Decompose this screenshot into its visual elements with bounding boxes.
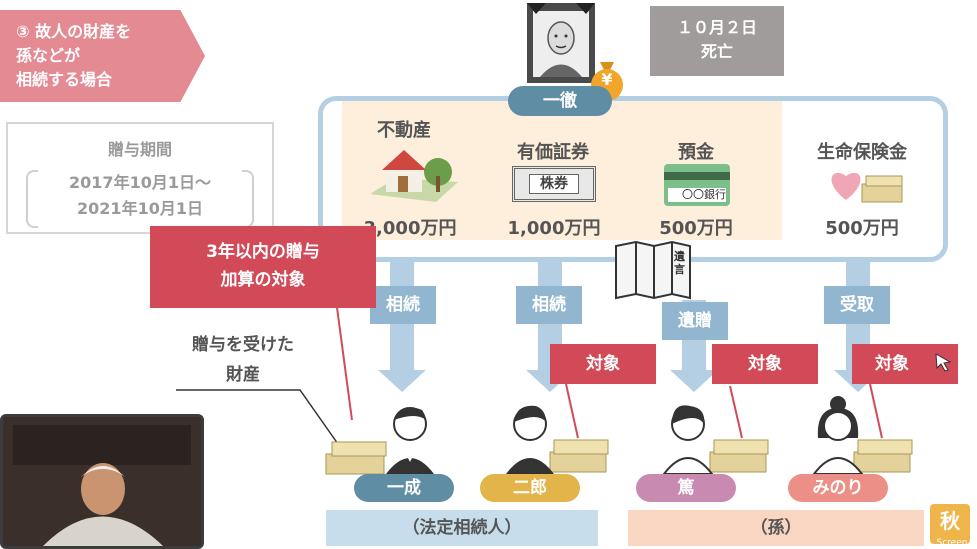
heir-person-icon: [810, 394, 866, 475]
presenter-video: [0, 414, 204, 549]
asset-deposit-name: 預金: [678, 142, 714, 163]
received-gift-label: 贈与を受けた 財産: [168, 330, 318, 390]
gift-addition-note: 3年以内の贈与 加算の対象: [150, 226, 376, 308]
bank-card-icon: 〇〇銀行: [664, 164, 730, 206]
legal-heirs-bar: （法定相続人）: [326, 510, 598, 546]
heir-person-icon: [502, 398, 558, 474]
stock-certificate-icon: 株券: [512, 166, 596, 202]
gift-period-from: 2017年10月1日〜: [69, 173, 211, 192]
asset-life-insurance-value: 500万円: [825, 218, 899, 239]
will-document-icon: 遺言: [614, 240, 692, 300]
watermark-char: 秋: [940, 509, 960, 533]
left-bracket: [26, 170, 38, 228]
received-line-2: 財産: [226, 365, 260, 385]
gift-period-box: 贈与期間 2017年10月1日〜 2021年10月1日: [6, 122, 274, 234]
bank-card-label: 〇〇銀行: [668, 188, 726, 202]
flow-arrow-3-head: [670, 370, 718, 392]
flow-label-1: 相続: [370, 286, 436, 324]
money-stack-icon: [324, 438, 388, 476]
death-date-box: １０月２日 死亡: [650, 6, 784, 76]
money-stack-icon: [548, 436, 610, 474]
heir-person-icon: [382, 398, 438, 474]
death-label: 死亡: [700, 42, 733, 61]
watermark-logo: 秋: [930, 504, 970, 544]
flow-label-2: 相続: [516, 286, 582, 324]
asset-deposit-value: 500万円: [659, 218, 733, 239]
decedent-portrait-icon: [526, 2, 596, 84]
flow-label-4: 受取: [824, 286, 890, 324]
asset-life-insurance-name: 生命保険金: [817, 142, 907, 163]
gift-period-title: 贈与期間: [107, 140, 172, 159]
heir-name-jiro: 二郎: [480, 474, 580, 502]
heart-money-icon: [826, 162, 906, 206]
received-line-1: 贈与を受けた: [192, 335, 294, 355]
asset-real-estate-value: 3,000万円: [363, 218, 457, 239]
case-line-1: ③ 故人の財産を: [16, 22, 132, 41]
heir-name-atsushi: 篤: [636, 474, 736, 502]
heir-person-icon: [660, 398, 716, 475]
flow-label-3: 遺贈: [662, 302, 728, 340]
gift-note-line-2: 加算の対象: [220, 270, 306, 290]
yen-sign: ¥: [601, 70, 613, 89]
flow-arrow-1-head: [378, 370, 426, 392]
heir-name-minori: みのり: [788, 474, 888, 502]
money-stack-icon: [852, 436, 914, 474]
gift-period-to: 2021年10月1日: [77, 199, 203, 218]
decedent-name: 一徹: [508, 86, 612, 116]
case-line-3: 相続する場合: [16, 70, 113, 89]
gift-note-line-1: 3年以内の贈与: [206, 242, 320, 262]
grandchildren-bar: （孫）: [628, 510, 924, 546]
case-line-2: 孫などが: [16, 46, 81, 65]
house-icon: [366, 142, 460, 206]
pointer-hand-icon: [932, 350, 956, 374]
watermark-text: Screen: [936, 538, 968, 548]
will-label: 遺言: [674, 250, 685, 276]
target-tag-atsushi: 対象: [712, 344, 818, 384]
target-tag-jiro: 対象: [550, 344, 656, 384]
asset-real-estate-name: 不動産: [377, 120, 431, 141]
stock-certificate-label: 株券: [529, 174, 579, 194]
money-stack-icon: [708, 436, 770, 474]
case-banner: ③ 故人の財産を 孫などが 相続する場合: [0, 10, 205, 102]
asset-securities-value: 1,000万円: [507, 218, 601, 239]
heir-name-issei: 一成: [354, 474, 454, 502]
death-date: １０月２日: [676, 18, 757, 37]
asset-securities-name: 有価証券: [517, 142, 589, 163]
